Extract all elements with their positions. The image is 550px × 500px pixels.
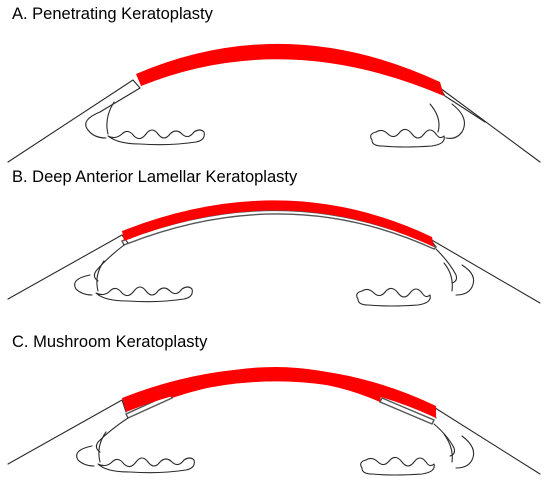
membrane-left [93,244,125,282]
angle-right [455,435,475,469]
angle-left [85,111,107,139]
panel-deep-anterior-lamellar-keratoplasty: B. Deep Anterior Lamellar Keratoplasty [0,163,550,329]
panel-title: A. Penetrating Keratoplasty [12,5,213,23]
ciliary-right [429,103,440,133]
membrane-left [95,417,129,453]
angle-left [76,445,95,467]
ciliary-left [96,260,105,292]
iris-right [370,128,445,148]
host-cornea-left [7,399,127,465]
ciliary-right [443,262,453,292]
graft-mushroom-stem [170,366,382,402]
host-posterior-ring-right [379,397,435,425]
iris-right [356,287,431,307]
host-cornea-right [439,87,541,163]
iris-left [107,129,205,146]
host-cornea-left [7,79,141,163]
membrane-right [433,423,456,457]
angle-right [445,103,465,139]
iris-left [95,286,193,303]
host-cornea-left [7,234,129,300]
iris-right [360,456,435,476]
eye-diagram-dalk [7,200,541,307]
angle-right [455,264,475,296]
graft-full-thickness [136,43,444,96]
host-cornea-right [429,238,541,304]
graft-anterior-lamellar [122,200,434,247]
eye-diagram-penetrating [7,43,541,163]
angle-left [74,274,93,296]
panel-title: C. Mushroom Keratoplasty [12,333,208,351]
iris-left [97,457,195,474]
panel-title: B. Deep Anterior Lamellar Keratoplasty [12,168,298,186]
ciliary-right [443,433,453,463]
panel-mushroom-keratoplasty: C. Mushroom Keratoplasty [0,328,550,494]
panel-penetrating-keratoplasty: A. Penetrating Keratoplasty [0,0,550,166]
membrane-right [435,248,458,284]
eye-diagram-mushroom [7,366,541,476]
ciliary-left [106,101,115,135]
ciliary-left [98,431,107,463]
